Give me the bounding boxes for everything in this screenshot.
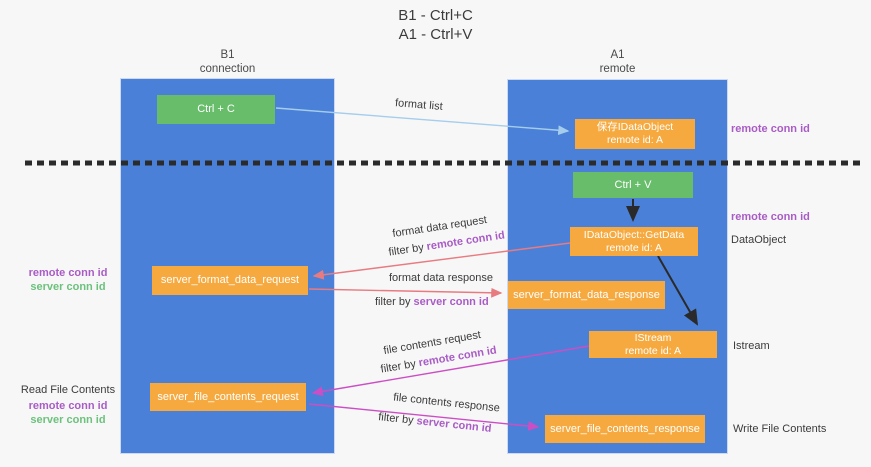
save-idataobject-line2: remote id: A bbox=[606, 134, 664, 146]
node-ctrl-c: Ctrl + C bbox=[157, 95, 275, 124]
annotation-group-format-conn-ids: remote conn id server conn id bbox=[18, 266, 118, 294]
title-line2: A1 - Ctrl+V bbox=[398, 26, 473, 43]
server-file-contents-response-label: server_file_contents_response bbox=[550, 422, 700, 435]
lane-header-a1: A1 remote bbox=[507, 48, 728, 76]
annotation-write-file-contents: Write File Contents bbox=[733, 423, 827, 435]
annotation-dataobject: DataObject bbox=[731, 234, 787, 246]
node-ctrl-v: Ctrl + V bbox=[573, 172, 693, 198]
ctrl-c-label: Ctrl + C bbox=[197, 103, 235, 115]
lane-b1-role: connection bbox=[199, 63, 256, 75]
filter-key-text: server conn id bbox=[415, 415, 493, 435]
annotation-remote-conn-id-file: remote conn id bbox=[28, 400, 108, 412]
lane-a1-name: A1 bbox=[610, 49, 625, 61]
istream-line1: IStream bbox=[634, 331, 672, 344]
filter-key-text: server conn id bbox=[413, 296, 489, 308]
filter-by-text: filter by bbox=[377, 411, 418, 428]
file-contents-response-label: file contents response bbox=[392, 391, 501, 415]
annotation-istream: Istream bbox=[733, 340, 770, 352]
file-contents-response-filter-label: filter by server conn id bbox=[378, 411, 492, 435]
diagram-title: B1 - Ctrl+C A1 - Ctrl+V bbox=[0, 6, 871, 44]
getdata-line1: IDataObject::GetData bbox=[583, 228, 685, 241]
node-idataobject-getdata: IDataObject::GetData remote id: A bbox=[570, 227, 698, 256]
annotation-remote-conn-id-top: remote conn id bbox=[731, 123, 810, 135]
format-data-response-filter-label: filter by server conn id bbox=[375, 296, 489, 308]
node-save-idataobject: 保存IDataObject remote id: A bbox=[575, 119, 695, 149]
lane-b1-name: B1 bbox=[220, 49, 235, 61]
node-server-format-data-response: server_format_data_response bbox=[508, 281, 665, 309]
getdata-line2: remote id: A bbox=[605, 241, 663, 254]
annotation-server-conn-id-format: server conn id bbox=[30, 281, 106, 293]
annotation-group-read-file-contents: Read File Contents remote conn id server… bbox=[18, 383, 118, 427]
node-server-format-data-request: server_format_data_request bbox=[152, 266, 308, 295]
annotation-remote-conn-id-format: remote conn id bbox=[28, 267, 108, 279]
lane-a1-role: remote bbox=[599, 63, 636, 75]
format-data-response-arrow bbox=[308, 287, 503, 298]
server-file-contents-request-label: server_file_contents_request bbox=[157, 390, 299, 403]
format-data-response-label: format data response bbox=[389, 272, 493, 284]
ctrl-v-label: Ctrl + V bbox=[614, 178, 652, 191]
server-format-data-request-label: server_format_data_request bbox=[160, 274, 300, 286]
node-istream: IStream remote id: A bbox=[589, 331, 717, 358]
node-server-file-contents-request: server_file_contents_request bbox=[150, 383, 306, 411]
server-format-data-response-label: server_format_data_response bbox=[513, 288, 660, 301]
istream-line2: remote id: A bbox=[624, 344, 682, 357]
format-list-label: format list bbox=[394, 97, 444, 113]
annotation-read-file-contents: Read File Contents bbox=[20, 384, 116, 396]
annotation-server-conn-id-file: server conn id bbox=[30, 414, 106, 426]
save-idataobject-line1: 保存IDataObject bbox=[596, 121, 674, 133]
lane-header-b1: B1 connection bbox=[120, 48, 335, 76]
filter-by-text: filter by bbox=[375, 296, 414, 308]
filter-by-text: filter by bbox=[379, 357, 420, 376]
annotation-remote-conn-id-mid: remote conn id bbox=[731, 211, 810, 223]
title-line1: B1 - Ctrl+C bbox=[398, 7, 473, 24]
filter-by-text: filter by bbox=[387, 241, 428, 259]
node-server-file-contents-response: server_file_contents_response bbox=[545, 415, 705, 443]
